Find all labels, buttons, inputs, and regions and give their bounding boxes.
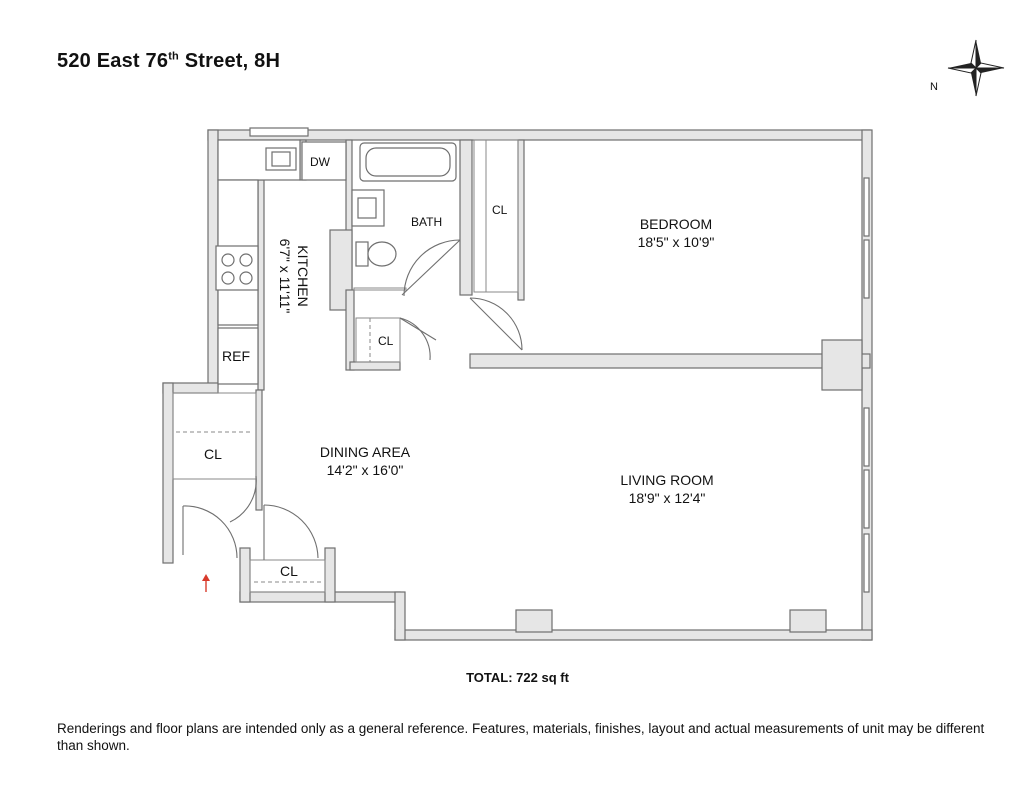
toilet-bowl [367, 241, 397, 267]
refrigerator-label: REF [222, 348, 250, 364]
bedroom-closet-label: CL [492, 203, 508, 217]
bedroom-label: BEDROOM [640, 216, 712, 232]
total-area: TOTAL: 722 sq ft [466, 670, 569, 685]
dishwasher-label: DW [310, 155, 331, 169]
kitchen-fixtures: DW REF [215, 139, 347, 385]
stove [215, 245, 259, 291]
disclaimer-text: Renderings and floor plans are intended … [57, 721, 985, 753]
dishwasher [301, 141, 347, 181]
title-text-rest: Street, 8H [178, 50, 281, 72]
living-room-label: LIVING ROOM [620, 472, 713, 488]
entry-closet-label: CL [204, 446, 222, 462]
compass-icon: N [930, 39, 1005, 97]
coat-closet-label: CL [280, 563, 298, 579]
compass-north-label: N [930, 81, 938, 93]
living-room-dimensions: 18'9" x 12'4" [629, 490, 706, 506]
page-title: 520 East 76th Street, 8H [57, 50, 280, 73]
kitchen-label: KITCHEN [295, 245, 311, 306]
entry-closets [172, 392, 326, 593]
bedroom-closet [473, 139, 519, 293]
interior-walls [255, 139, 871, 633]
dining-dimensions: 14'2" x 16'0" [327, 462, 404, 478]
bath-fixtures [351, 142, 457, 291]
kitchen-dimensions: 6'7" x 11'11" [277, 239, 293, 314]
dining-label: DINING AREA [320, 444, 411, 460]
bath-label: BATH [411, 215, 442, 229]
hall-closet-label: CL [378, 334, 394, 348]
doors [182, 239, 523, 560]
windows [249, 127, 870, 593]
refrigerator [217, 327, 259, 385]
title-text: 520 East 76 [57, 50, 169, 72]
title-superscript: th [168, 50, 179, 63]
bedroom-dimensions: 18'5" x 10'9" [638, 234, 715, 250]
entry-arrow-icon [202, 574, 210, 592]
toilet-tank [355, 241, 369, 267]
